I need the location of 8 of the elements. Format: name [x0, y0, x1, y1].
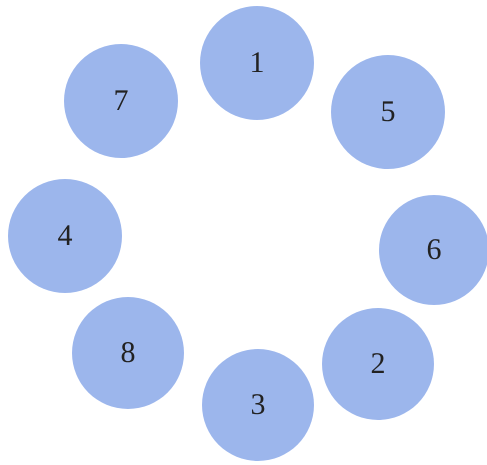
node-number: 6 — [426, 233, 442, 267]
node-number: 8 — [120, 336, 136, 370]
node-number: 4 — [58, 219, 72, 253]
node-number: 3 — [250, 388, 266, 422]
node-number: 2 — [370, 347, 386, 381]
node-number: 5 — [380, 95, 396, 129]
node-number: 1 — [250, 46, 264, 80]
node-number: 7 — [114, 84, 128, 118]
